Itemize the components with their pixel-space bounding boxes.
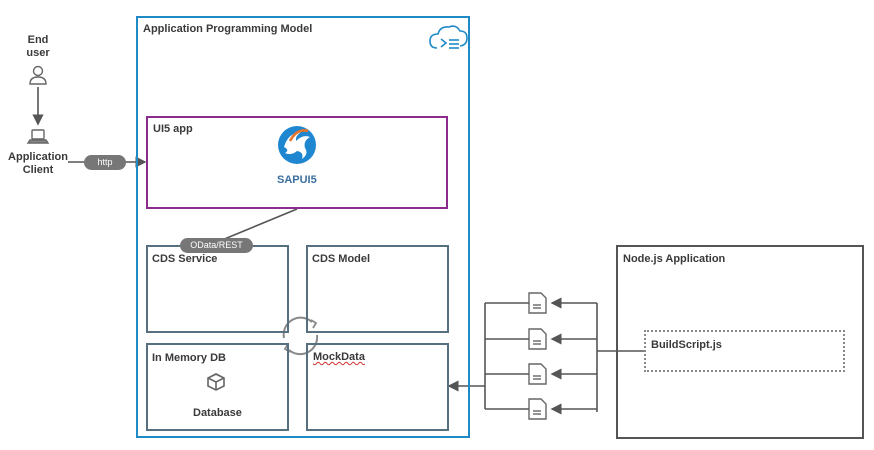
database-label: Database (193, 407, 242, 419)
person-icon (29, 65, 47, 85)
cds-service-label: CDS Service (152, 253, 218, 265)
ui5-app-label: UI5 app (153, 123, 193, 135)
cds-model-label: CDS Model (312, 253, 371, 265)
file-icon (528, 328, 547, 350)
apm-title: Application Programming Model (143, 23, 313, 35)
database-cube-icon (207, 373, 225, 391)
cds-model-box (306, 245, 449, 333)
end-user-label: End user (26, 34, 50, 59)
in-memory-db-box (146, 343, 289, 431)
mockdata-label: MockData (313, 351, 365, 363)
nodejs-application-label: Node.js Application (623, 253, 726, 265)
odata-rest-badge: OData/REST (180, 238, 253, 253)
mockdata-box (306, 343, 449, 431)
in-memory-db-label: In Memory DB (152, 352, 226, 364)
file-icon (528, 363, 547, 385)
build-to-files-arrows (550, 297, 644, 415)
buildscript-box (644, 330, 845, 372)
files-to-mockdata-arrows (447, 302, 529, 410)
buildscript-label: BuildScript.js (651, 339, 722, 351)
file-icon (528, 398, 547, 420)
ui5-app-box (146, 116, 448, 209)
sapui5-logo-icon (278, 126, 316, 164)
application-programming-model-container (136, 16, 470, 438)
application-client-label: Application Client (8, 151, 68, 176)
http-protocol-badge: http (84, 155, 126, 170)
sapui5-label: SAPUI5 (277, 174, 317, 186)
nodejs-application-box (616, 245, 864, 439)
file-icon (528, 292, 547, 314)
laptop-icon (26, 129, 50, 144)
cloud-code-icon (429, 25, 468, 49)
